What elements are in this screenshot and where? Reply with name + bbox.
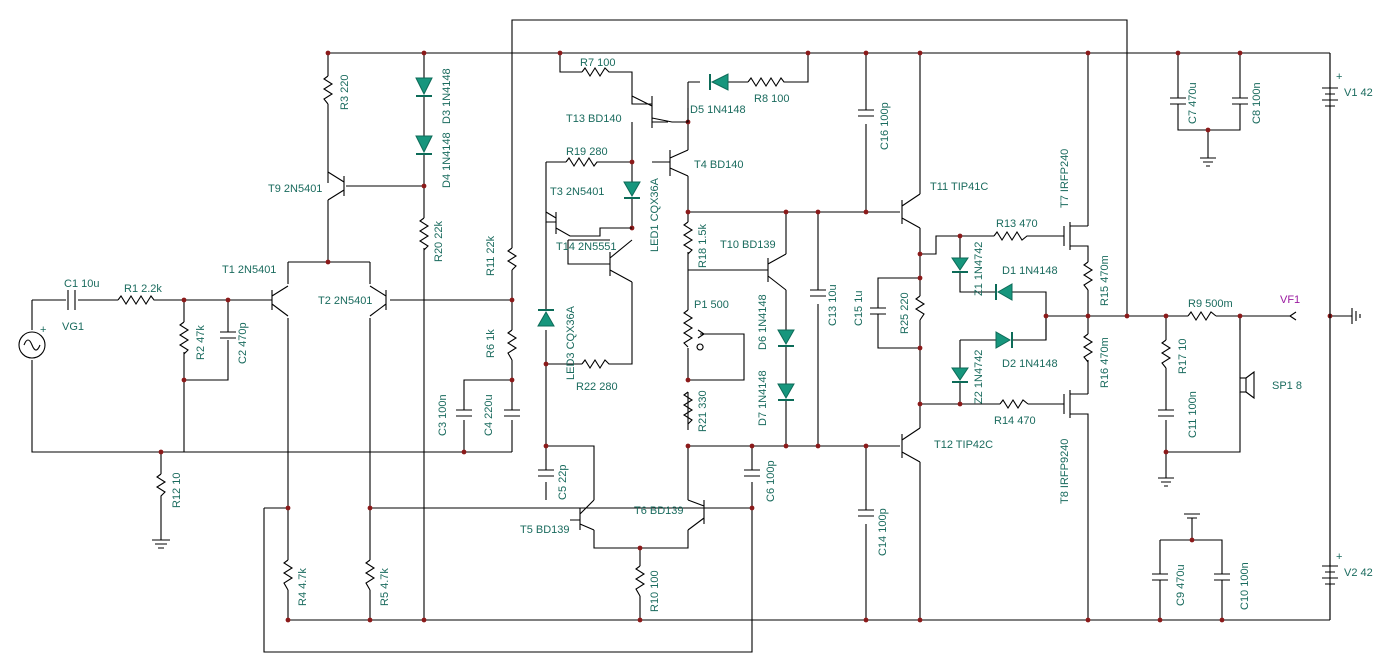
wires [31, 19, 1352, 653]
svg-text:+: + [1336, 71, 1342, 83]
label-r11: R11 22k [485, 235, 497, 276]
label-t6: T6 BD139 [634, 505, 684, 517]
label-t2: T2 2N5401 [318, 295, 372, 307]
label-t13: T13 BD140 [566, 113, 622, 125]
pot-wiper [696, 343, 704, 351]
label-c16: C16 100p [879, 102, 891, 150]
label-c1: C1 10u [64, 278, 99, 290]
label-c6: C6 100p [765, 460, 777, 502]
label-c7: C7 470u [1187, 82, 1199, 124]
label-r17: R17 10 [1177, 339, 1189, 374]
label-c13: C13 10u [827, 284, 839, 326]
ground-symbols [152, 157, 1361, 549]
label-c10: C10 100n [1239, 562, 1251, 610]
speaker-sp1 [1239, 370, 1255, 400]
label-c4: C4 220u [483, 394, 495, 436]
label-led1: LED1 CQX36A [649, 177, 661, 252]
supply-v2: + [1322, 551, 1342, 585]
label-t3: T3 2N5401 [550, 186, 604, 198]
label-t10: T10 BD139 [720, 239, 776, 251]
label-t12: T12 TIP42C [934, 439, 993, 451]
label-r22: R22 280 [576, 381, 618, 393]
label-z1: Z1 1N4742 [973, 242, 985, 296]
label-r15: R15 470m [1099, 255, 1111, 306]
label-t11: T11 TIP41C [930, 181, 988, 193]
label-t5: T5 BD139 [520, 524, 570, 536]
label-r14: R14 470 [994, 415, 1036, 427]
label-r6: R6 1k [485, 329, 497, 358]
supply-v1: + [1322, 71, 1342, 107]
label-d3: D3 1N4148 [441, 68, 453, 124]
capacitors [67, 97, 1248, 581]
label-d5: D5 1N4148 [690, 104, 746, 116]
label-v1: V1 42 [1344, 87, 1373, 99]
label-c14: C14 100p [877, 508, 889, 556]
label-c8: C8 100n [1251, 82, 1263, 124]
transistors [262, 95, 1089, 531]
label-r20: R20 22k [433, 221, 445, 262]
label-r7: R7 100 [580, 57, 615, 69]
label-r8: R8 100 [754, 93, 789, 105]
label-d4: D4 1N4148 [441, 132, 453, 188]
label-d6: D6 1N4148 [757, 294, 769, 350]
signal-source-vg1: + [18, 324, 46, 359]
label-r4: R4 4.7k [297, 568, 309, 606]
label-c15: C15 1u [853, 291, 865, 326]
label-r13: R13 470 [996, 218, 1038, 230]
label-c9: C9 470u [1175, 564, 1187, 606]
label-sp1: SP1 8 [1272, 380, 1302, 392]
label-r1: R1 2.2k [124, 283, 162, 295]
label-d1: D1 1N4148 [1002, 265, 1058, 277]
label-d7: D7 1N4148 [757, 370, 769, 426]
label-r5: R5 4.7k [379, 568, 391, 606]
label-r10: R10 100 [649, 570, 661, 612]
label-d2: D2 1N4148 [1002, 358, 1058, 370]
label-r9: R9 500m [1188, 298, 1233, 310]
label-c5: C5 22p [557, 465, 569, 500]
junctions [158, 50, 1333, 623]
label-t9: T9 2N5401 [268, 183, 322, 195]
label-r19: R19 280 [566, 146, 608, 158]
label-vg1: VG1 [62, 321, 84, 333]
label-r21: R21 330 [697, 390, 709, 432]
label-r12: R12 10 [171, 473, 183, 508]
label-c3: C3 100n [437, 394, 449, 436]
label-r18: R18 1.5k [697, 223, 709, 268]
svg-text:+: + [1336, 551, 1342, 563]
label-t1: T1 2N5401 [222, 264, 276, 276]
label-v2: V2 42 [1344, 567, 1373, 579]
label-c11: C11 100n [1187, 391, 1199, 438]
label-t7: T7 IRFP240 [1059, 149, 1071, 208]
resistors [117, 66, 1217, 597]
label-r2: R2 47k [195, 325, 207, 360]
label-t4: T4 BD140 [694, 159, 744, 171]
label-led3: LED3 CQX36A [565, 305, 577, 380]
label-p1: P1 500 [694, 299, 729, 311]
label-r25: R25 220 [899, 292, 911, 334]
label-c2: C2 470p [237, 322, 249, 364]
label-r16: R16 470m [1099, 337, 1111, 388]
label-t14: T14 2N5551 [556, 241, 617, 253]
label-r3: R3 220 [339, 75, 351, 110]
vf1-probe [1289, 311, 1297, 321]
label-vf1: VF1 [1280, 294, 1300, 306]
label-z2: Z2 1N4742 [973, 350, 985, 404]
diodes [415, 73, 1013, 401]
component-labels: C1 10u R1 2.2k VG1 R2 47k C2 470p R12 10… [62, 57, 1373, 612]
label-t8: T8 IRFP9240 [1059, 439, 1071, 504]
svg-text:+: + [40, 324, 46, 336]
